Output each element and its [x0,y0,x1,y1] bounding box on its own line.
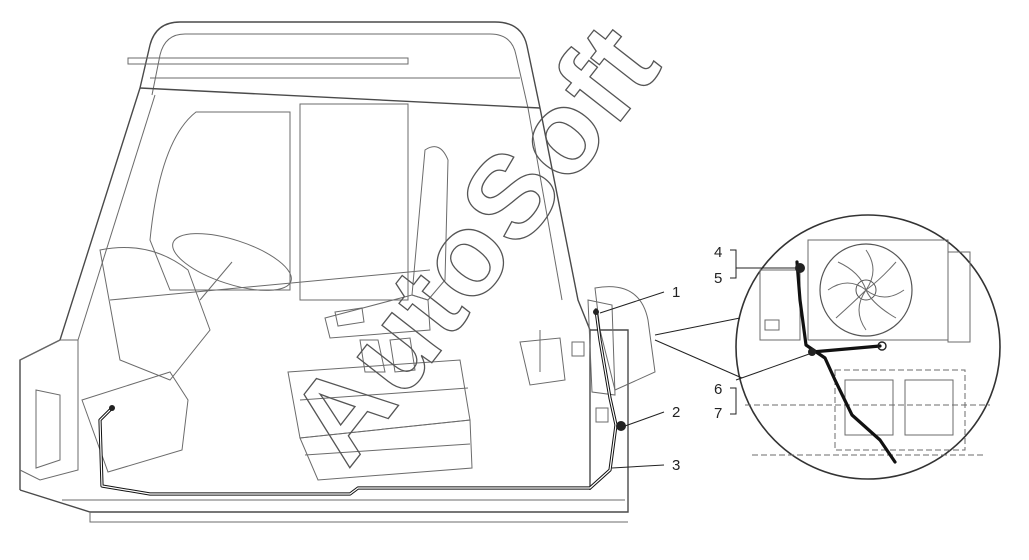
callout-leaders [599,249,813,469]
callout-4: 4 [714,244,722,261]
callout-6: 6 [714,381,722,398]
callout-2: 2 [672,404,680,421]
callout-3: 3 [672,457,680,474]
watermark-logo: AutoSoft [264,0,684,486]
callout-7: 7 [714,405,722,422]
fan-icon [819,243,913,337]
callout-5: 5 [714,270,722,287]
detail-view [654,214,1001,480]
connector-grommet [616,421,626,431]
cab-frame [19,21,629,523]
callout-1: 1 [672,284,680,301]
operator-seat [287,146,473,481]
wiring-harness [98,308,626,496]
rear-control-box [519,286,656,423]
callout-labels: 1 2 3 4 5 6 7 [672,244,722,474]
